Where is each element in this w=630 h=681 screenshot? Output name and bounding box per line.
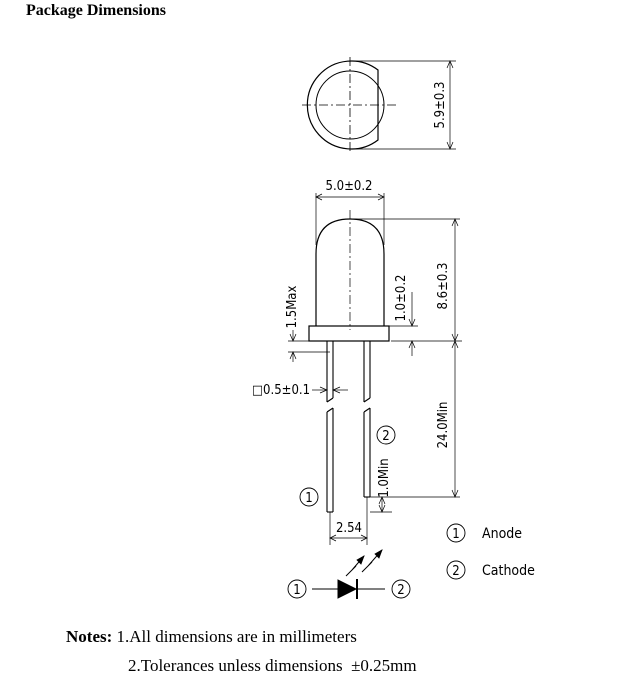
note-2: 2.Tolerances unless dimensions ±0.25mm [128,656,417,675]
note-1: 1.All dimensions are in millimeters [116,627,357,646]
pitch-label: 2.54 [336,521,362,536]
led-symbol: 1 2 [287,549,411,599]
notes-heading: Notes: [66,627,113,646]
side-view: 5.0±0.2 8.6±0.3 1.0±0.2 1.5Max [252,179,462,545]
cathode-lead [363,341,371,498]
pin-legend: 1 Anode 2 Cathode [446,523,535,580]
notes-block: Notes: 1.All dimensions are in millimete… [66,622,417,680]
legend-anode-number: 1 [452,527,459,542]
pin-2-marker: 2 [376,425,396,445]
lead-length-label: 24.0Min [436,402,451,449]
page-title: Package Dimensions [26,2,166,19]
total-height-label: 8.6±0.3 [436,263,451,310]
legend-anode-label: Anode [482,526,522,542]
pin-1-number: 1 [305,491,312,506]
legend-cathode-label: Cathode [482,563,535,579]
flange-thickness-label: 1.0±0.2 [394,275,409,322]
pin-1-marker: 1 [299,487,319,507]
lead-square-label: □0.5±0.1 [252,383,310,398]
flange-dia-label: 5.9±0.3 [433,82,448,129]
lead-gap-label: 1.0Min [377,458,392,497]
symbol-pin-2: 2 [397,583,404,598]
body-dia-label: 5.0±0.2 [326,179,373,194]
top-view: 5.9±0.3 [302,57,456,153]
legend-cathode-number: 2 [452,564,459,579]
symbol-pin-1: 1 [293,583,300,598]
pin-2-number: 2 [382,429,389,444]
flange-max-label: 1.5Max [285,286,300,329]
anode-lead [326,341,334,513]
